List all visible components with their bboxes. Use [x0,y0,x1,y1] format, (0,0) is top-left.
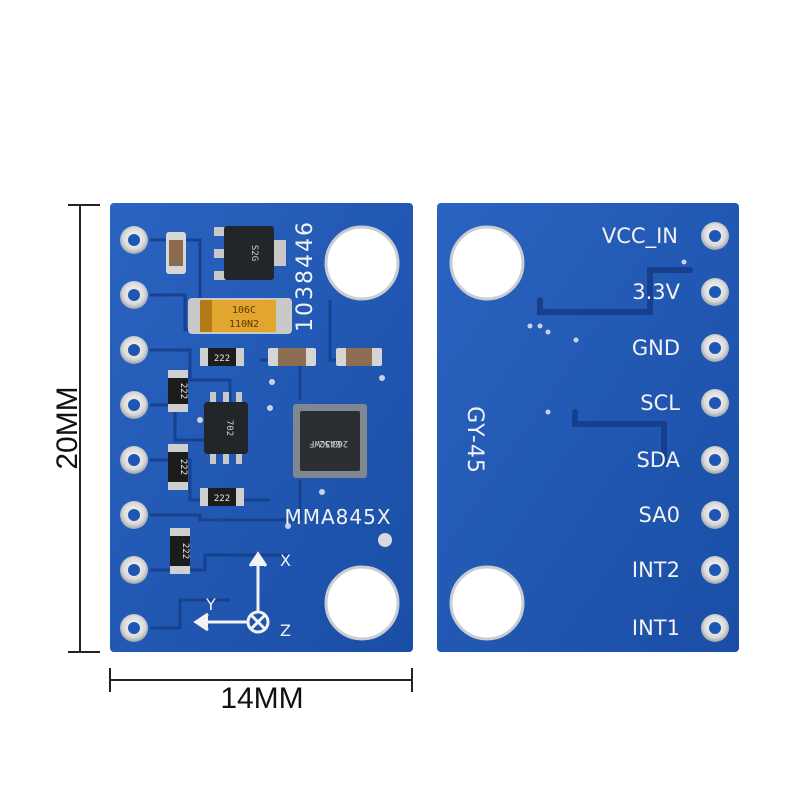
fiducial [378,533,392,547]
pin-label-sa0: SA0 [639,503,680,527]
chip-marking-2: 8452 [319,438,341,448]
back-vias [527,259,687,415]
resistor-r2-marking: 222 [178,383,188,399]
pin-label-3v3: 3.3V [632,280,680,304]
resistor-r5: 222 [170,528,190,574]
back-board: GY-45 VCC_IN 3.3V GND SCL SDA SA0 INT2 I… [437,203,739,652]
mounting-hole-top [324,225,400,301]
resistor-r1-marking: 222 [214,354,230,364]
voltage-regulator: S2G [214,226,286,280]
resistor-r4: 222 [200,488,244,506]
resistor-r4-marking: 222 [214,494,230,504]
mounting-hole-bottom [324,565,400,641]
capacitor-c3 [336,348,382,366]
transistor-q1: 702 [204,392,248,464]
tantalum-marking-2: 110N2 [229,319,259,330]
tantalum-capacitor: 106C 110N2 [188,298,292,334]
resistor-r3: 222 [168,444,188,490]
resistor-r5-marking: 222 [180,543,190,559]
pin-label-gnd: GND [632,336,680,360]
resistor-r2: 222 [168,370,188,412]
regulator-marking: S2G [249,245,259,261]
front-board: S2G 106C 110N2 1038446 222 [110,203,413,652]
width-dimension: 14MM [109,668,413,715]
height-dimension: 20MM [51,204,100,653]
axis-y-label: Y [205,595,216,614]
axis-x-label: X [280,551,291,570]
front-pin-pads [120,226,148,642]
pin-label-sda: SDA [637,448,681,472]
front-vias [197,375,385,529]
axis-z-label: Z [280,621,291,640]
width-label: 14MM [220,682,303,715]
chip-marking-1: 263 [332,438,348,448]
part-number-silk: 1038446 [293,220,318,332]
tantalum-marking-1: 106C [232,305,256,316]
model-silk: GY-45 [462,406,487,474]
transistor-marking: 702 [224,420,234,436]
resistor-r1: 222 [200,348,244,366]
back-traces [537,267,693,465]
back-mounting-hole-bottom [449,565,525,641]
axis-indicator [193,551,270,634]
pin-label-vcc-in: VCC_IN [602,224,678,249]
chip-marking-3: 3CWF [309,438,331,448]
capacitor-c2 [268,348,316,366]
height-label: 20MM [51,386,84,469]
capacitor-c1 [166,232,186,274]
back-pin-pads [701,222,729,642]
accelerometer-chip: 263 8452 3CWF [293,404,367,478]
pin-label-scl: SCL [640,391,680,415]
chip-family-silk: MMA845X [284,505,391,529]
pin-label-int1: INT1 [632,616,680,640]
back-mounting-hole-top [449,225,525,301]
pin-label-int2: INT2 [632,558,680,582]
resistor-r3-marking: 222 [178,459,188,475]
